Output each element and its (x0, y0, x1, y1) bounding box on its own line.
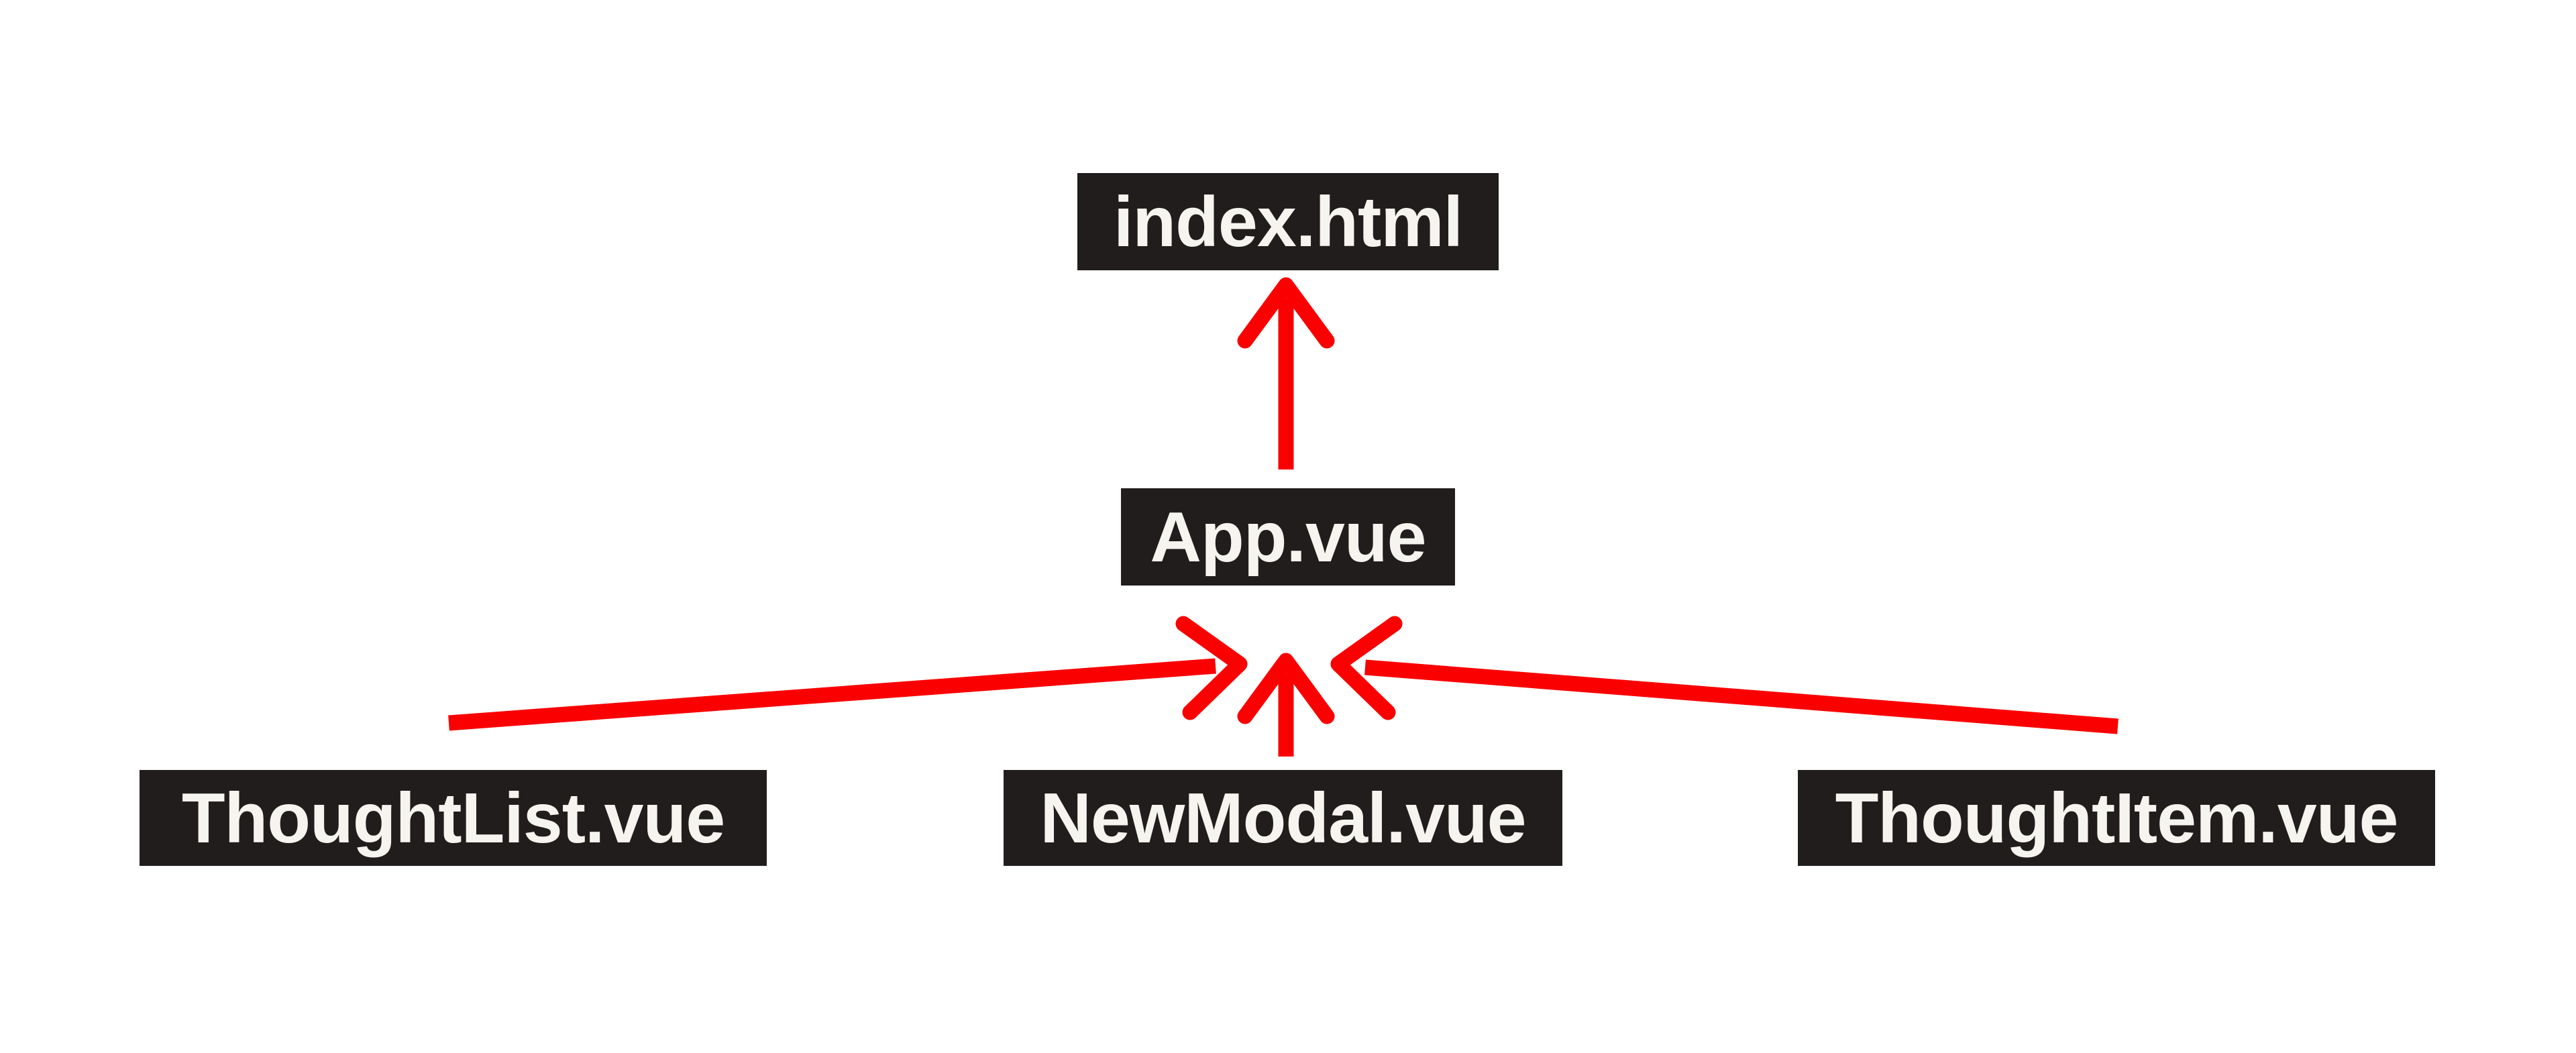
node-index-html: index.html (1077, 173, 1499, 270)
arrow-thoughtlistvue-to-appvue-icon (448, 616, 1248, 731)
node-thoughtlist-vue: ThoughtList.vue (140, 770, 767, 866)
arrow-appvue-to-indexhtml-icon (1237, 277, 1335, 469)
node-thoughtitem-vue: ThoughtItem.vue (1798, 770, 2435, 866)
node-newmodal-vue: NewModal.vue (1004, 770, 1562, 866)
arrow-newmodalvue-to-appvue-icon (1237, 653, 1335, 757)
node-app-vue: App.vue (1121, 488, 1455, 586)
arrow-thoughtitemvue-to-appvue-icon (1330, 616, 2118, 734)
